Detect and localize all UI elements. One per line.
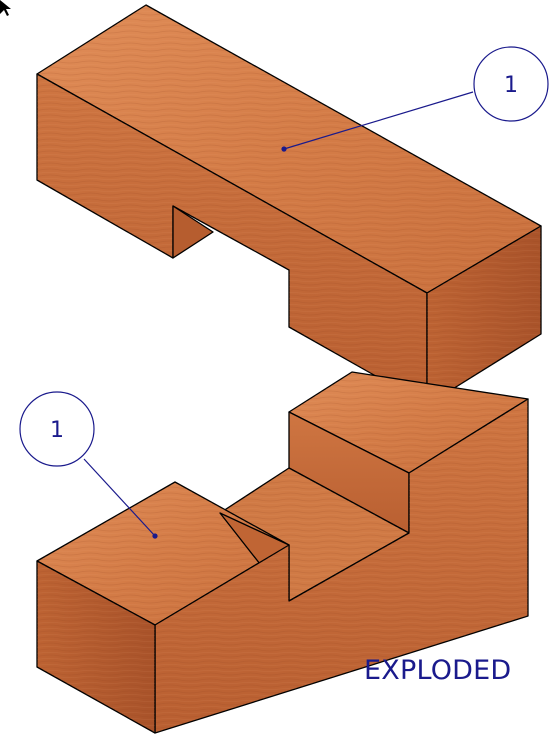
balloon-leader-line xyxy=(83,458,156,537)
balloon-number: 1 xyxy=(50,418,64,443)
balloon-circle xyxy=(19,391,95,467)
leader-dot xyxy=(152,533,158,539)
upper-halving-joint-part xyxy=(36,4,542,406)
lower-halving-joint-part xyxy=(36,371,529,734)
balloon-upper-part[interactable]: 1 xyxy=(281,46,549,152)
balloon-leader-line xyxy=(283,91,474,150)
balloon-circle xyxy=(473,46,549,122)
leader-dot xyxy=(281,146,287,152)
upper-part-notch-wall xyxy=(172,205,214,259)
balloon-number: 1 xyxy=(504,73,518,98)
view-label: EXPLODED xyxy=(364,655,512,686)
cursor-arrow-icon xyxy=(0,0,11,16)
balloon-lower-part[interactable]: 1 xyxy=(19,391,158,539)
